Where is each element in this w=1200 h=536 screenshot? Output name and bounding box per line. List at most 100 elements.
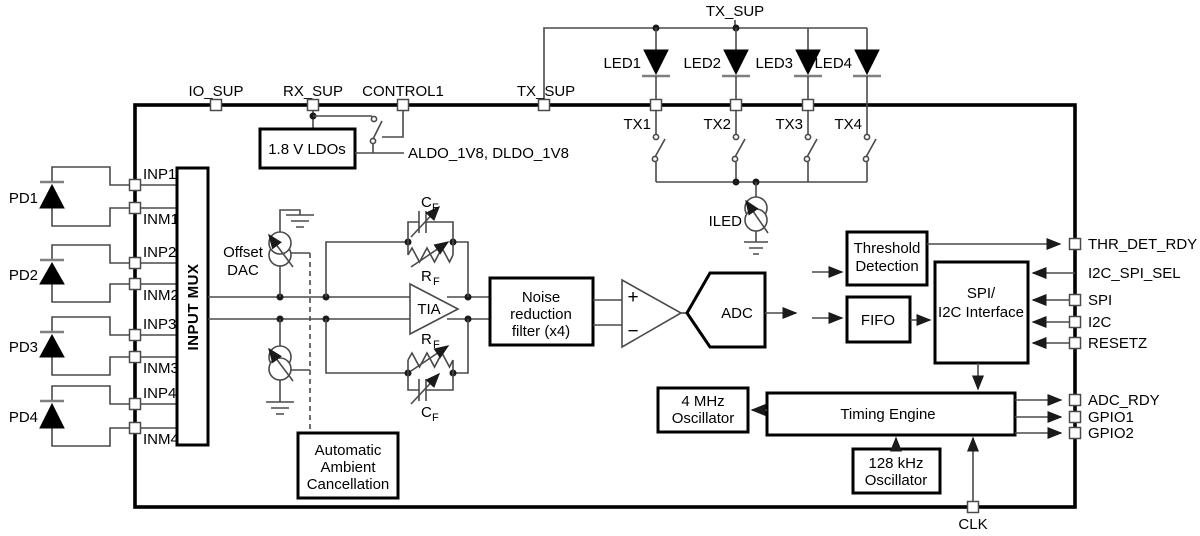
- timing-engine-block: [765, 391, 1017, 437]
- rf-bottom-label: R: [421, 331, 432, 348]
- resetz-pin: [1068, 336, 1082, 350]
- aac-label-line2: Ambient: [320, 459, 376, 476]
- gpio2-pin: [1068, 426, 1082, 440]
- tia-feedback-top: C F R F: [325, 194, 469, 297]
- aac-label-line1: Automatic: [315, 442, 382, 459]
- aldo-dldo-label: ALDO_1V8, DLDO_1V8: [408, 145, 569, 162]
- rf-top-sub: F: [433, 276, 440, 288]
- pin-squares: [128, 98, 1082, 514]
- adc-block: [685, 271, 767, 349]
- inm2-pin: [128, 277, 142, 291]
- resetz-label: RESETZ: [1088, 335, 1147, 352]
- tia-section: Offset DAC TIA C F R F: [208, 194, 490, 433]
- timing-engine-label: Timing Engine: [840, 406, 935, 423]
- signal-chain: Noise reduction filter (x4) + − ADC: [488, 266, 844, 349]
- aac-block: Automatic Ambient Cancellation: [296, 431, 400, 500]
- led1-diode: [642, 49, 670, 99]
- clk-label: CLK: [958, 516, 987, 533]
- led4-diode: [853, 49, 881, 134]
- fifo-label: FIFO: [861, 312, 895, 329]
- threshold-detection-block: [845, 230, 929, 287]
- adc-rdy-label: ADC_RDY: [1088, 392, 1160, 409]
- pd2-loop: PD2: [9, 244, 129, 303]
- tx4-label: TX4: [834, 116, 862, 133]
- led3-label: LED3: [755, 55, 793, 72]
- tia-label: TIA: [417, 301, 440, 318]
- gpio2-label: GPIO2: [1088, 425, 1134, 442]
- spi-label: SPI: [1088, 292, 1112, 309]
- ldo-section: 1.8 V LDOs ALDO_1V8, DLDO_1V8: [258, 111, 569, 170]
- control1-label: CONTROL1: [362, 83, 444, 100]
- tx4-switch: [862, 133, 877, 163]
- osc-128khz-line1: 128 kHz: [868, 455, 923, 472]
- tx2-switch: [731, 133, 746, 163]
- spi-i2c-line2: I2C Interface: [938, 304, 1024, 321]
- inm1-label: INM1: [143, 211, 179, 228]
- osc-4mhz-line2: Oscillator: [672, 410, 735, 427]
- led3-diode: [794, 49, 822, 99]
- pd3-label: PD3: [9, 339, 38, 356]
- io-sup-label: IO_SUP: [188, 83, 243, 100]
- tx-switch-iled-network: ILED: [651, 111, 877, 255]
- offset-dac-top-source: [268, 209, 314, 297]
- tx3-switch: [803, 133, 818, 163]
- cf-bottom-sub: F: [432, 412, 439, 424]
- ldo-block: [258, 127, 357, 170]
- osc-4mhz-line1: 4 MHz: [681, 393, 724, 410]
- i2c-pin: [1068, 315, 1082, 329]
- thr-det-rdy-label: THR_DET_RDY: [1088, 236, 1197, 253]
- gpio1-label: GPIO1: [1088, 409, 1134, 426]
- tx1-switch: [651, 133, 666, 163]
- photodiode-section: PD1 PD2 PD3 PD4 INP1 INM1 INP2 INM2 INP3…: [9, 166, 179, 448]
- inp3-pin: [128, 328, 142, 342]
- adc-label: ADC: [721, 305, 753, 322]
- pd4-loop: PD4: [9, 385, 129, 447]
- tx-sup-pin: [537, 98, 551, 112]
- buffer-amplifier: [621, 278, 683, 349]
- thr-det-rdy-pin: [1068, 237, 1082, 251]
- amp-minus-sign: −: [627, 321, 638, 342]
- control1-pin: [396, 98, 410, 112]
- pd1-loop: PD1: [9, 166, 129, 227]
- noise-filter-line1: Noise: [522, 289, 560, 306]
- input-mux-block: INPUT MUX: [175, 166, 210, 447]
- spi-i2c-line1: SPI/: [967, 285, 996, 302]
- noise-filter-block: [488, 276, 595, 347]
- inm3-pin: [128, 350, 142, 364]
- tx3-label: TX3: [775, 116, 803, 133]
- led2-diode: [722, 49, 750, 99]
- led4-label: LED4: [814, 55, 852, 72]
- inp1-label: INP1: [143, 166, 176, 183]
- tx-sup-top-label: TX_SUP: [706, 3, 764, 20]
- gpio1-pin: [1068, 410, 1082, 424]
- tx1-pin: [649, 98, 663, 112]
- tx1-label: TX1: [623, 116, 651, 133]
- ldo-block-label: 1.8 V LDOs: [268, 141, 346, 158]
- tx-sup-pin-label: TX_SUP: [517, 83, 575, 100]
- inp2-label: INP2: [143, 244, 176, 261]
- cf-top-sub: F: [432, 202, 439, 214]
- iled-current-source: ILED: [709, 182, 769, 255]
- tia-amplifier: [409, 282, 460, 336]
- inm3-label: INM3: [143, 360, 179, 377]
- i2c-spi-sel-label: I2C_SPI_SEL: [1088, 265, 1181, 282]
- inm1-pin: [128, 201, 142, 215]
- amp-plus-sign: +: [627, 287, 638, 308]
- offset-dac-label-line2: DAC: [227, 262, 259, 279]
- offset-dac-bottom-source: [266, 319, 310, 415]
- offset-dac-label-line1: Offset: [223, 244, 264, 261]
- osc-4mhz-block: [656, 386, 750, 434]
- clk-pin: [966, 500, 980, 514]
- right-pin-labels: THR_DET_RDY I2C_SPI_SEL SPI I2C RESETZ A…: [958, 236, 1197, 533]
- tx2-label: TX2: [703, 116, 731, 133]
- input-mux-label: INPUT MUX: [185, 264, 202, 351]
- inm4-pin: [128, 421, 142, 435]
- noise-filter-line3: filter (x4): [512, 323, 570, 340]
- tx2-pin: [729, 98, 743, 112]
- io-sup-pin: [209, 98, 223, 112]
- tia-feedback-bottom: R F C F: [325, 319, 469, 424]
- digital-backend: Threshold Detection FIFO SPI/ I2C Interf…: [845, 230, 1075, 391]
- inm4-label: INM4: [143, 431, 179, 448]
- rx-sup-pin: [306, 98, 320, 112]
- rx-sup-label: RX_SUP: [283, 83, 343, 100]
